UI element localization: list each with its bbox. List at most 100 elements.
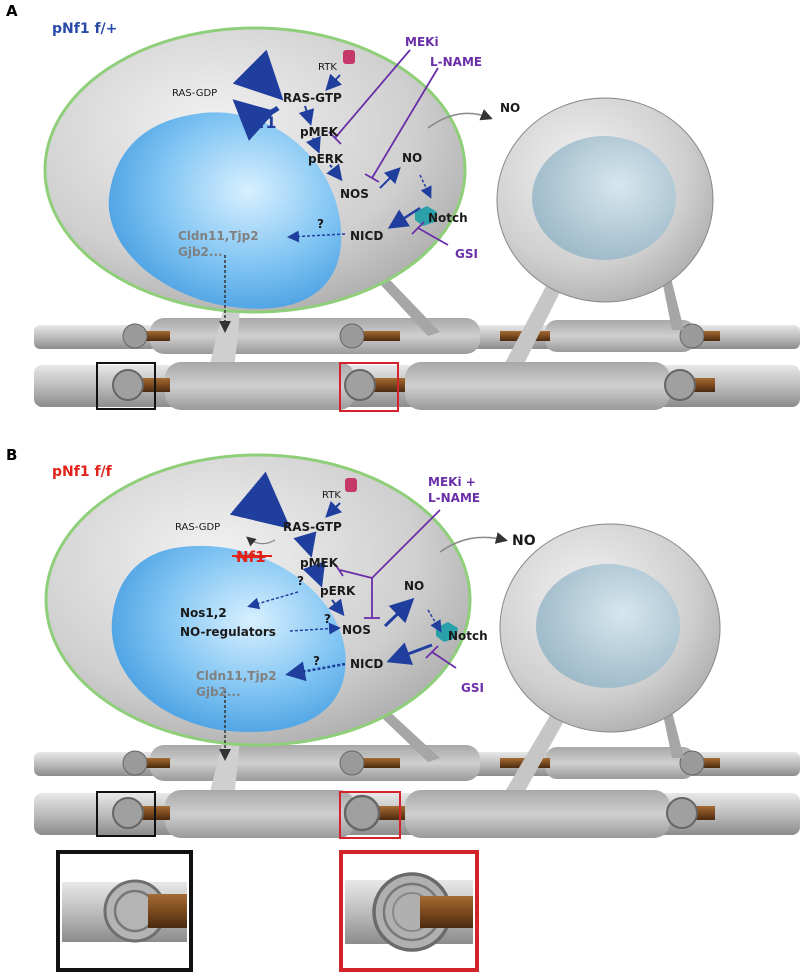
nucleus bbox=[532, 136, 676, 260]
arrow-gdp-to-gtp bbox=[229, 471, 291, 529]
label-no-outer: NO bbox=[500, 101, 520, 115]
arrow bbox=[285, 661, 346, 682]
label-pmek: pMEK bbox=[300, 556, 339, 570]
label-ras-gtp: RAS-GTP bbox=[283, 520, 342, 534]
inhibitor-bar bbox=[334, 563, 344, 577]
label-rtk: RTK bbox=[322, 490, 341, 501]
label-genes-1: Cldn11,Tjp2 bbox=[196, 669, 277, 683]
label-lname: L-NAME bbox=[428, 491, 480, 505]
inhibitor-meki bbox=[371, 509, 441, 579]
label-question-3: ? bbox=[313, 654, 320, 668]
inhibitor-gsi bbox=[431, 651, 457, 669]
myelin-wrap bbox=[679, 750, 705, 776]
label-gsi: GSI bbox=[461, 681, 484, 695]
label-question: ? bbox=[317, 217, 324, 231]
notch-receptor-icon bbox=[415, 206, 437, 226]
arrow-rtk bbox=[325, 500, 343, 518]
axon-core bbox=[360, 758, 400, 768]
myelin-wrap bbox=[122, 323, 148, 349]
inhibitor-lines bbox=[334, 509, 457, 669]
label-gsi: GSI bbox=[455, 247, 478, 261]
label-question-1: ? bbox=[297, 574, 304, 588]
no-export-arrow bbox=[439, 532, 508, 553]
label-meki: MEKi + bbox=[428, 475, 476, 489]
label-no-inner: NO bbox=[404, 579, 424, 593]
arrow bbox=[302, 561, 326, 588]
label-genes-1: Cldn11,Tjp2 bbox=[178, 229, 259, 243]
label-nos: NOS bbox=[342, 623, 371, 637]
arrow bbox=[293, 531, 317, 558]
control-node-box bbox=[96, 362, 156, 410]
inset-control bbox=[56, 850, 193, 972]
label-question-2: ? bbox=[324, 612, 331, 626]
rtk-receptor-icon bbox=[345, 478, 357, 492]
label-genes-2: Gjb2... bbox=[178, 245, 223, 259]
myelin-segment bbox=[405, 790, 670, 838]
arrow bbox=[387, 206, 421, 229]
label-no-regulators: NO-regulators bbox=[180, 625, 276, 639]
arrow bbox=[247, 591, 299, 610]
nucleus bbox=[111, 545, 346, 732]
cell-right bbox=[496, 97, 714, 303]
label-no-outer: NO bbox=[512, 533, 536, 549]
arrow bbox=[427, 609, 442, 633]
label-notch: Notch bbox=[428, 211, 468, 225]
label-pmek: pMEK bbox=[300, 125, 339, 139]
label-perk: pERK bbox=[308, 152, 344, 166]
arrow bbox=[419, 174, 432, 199]
mutant-node-box bbox=[339, 362, 399, 412]
myelin-wrap bbox=[664, 369, 696, 401]
arrow bbox=[289, 622, 341, 635]
inset-axon-core bbox=[148, 894, 187, 928]
myelin-wrap bbox=[666, 797, 698, 829]
inhibitor-bar bbox=[328, 131, 342, 145]
myelin-segment bbox=[545, 320, 695, 352]
myelin-wrap bbox=[679, 323, 705, 349]
cell-process bbox=[380, 712, 440, 762]
signaling-arrows bbox=[219, 49, 493, 333]
inhibitor-bar bbox=[425, 645, 439, 659]
inhibitor-gsi bbox=[417, 227, 449, 246]
myelin-segment bbox=[165, 790, 355, 838]
axon-core bbox=[690, 331, 720, 341]
axon-core bbox=[690, 758, 720, 768]
inhibitor-lname bbox=[371, 67, 439, 179]
inhibitor-bar bbox=[364, 173, 380, 183]
nucleus bbox=[108, 112, 342, 309]
label-no-inner: NO bbox=[402, 151, 422, 165]
panel-b: B pNf1 f/f bbox=[6, 446, 800, 972]
arrow bbox=[379, 167, 401, 189]
inhibitor-bar bbox=[411, 221, 425, 235]
arrow bbox=[287, 230, 346, 243]
signaling-arrows bbox=[219, 471, 508, 761]
arrow bbox=[328, 598, 345, 617]
label-lname: L-NAME bbox=[430, 55, 482, 69]
nf1-lost-marker: Nf1 bbox=[232, 548, 272, 566]
panel-b-letter: B bbox=[6, 446, 17, 464]
mutant-node-box bbox=[339, 791, 401, 839]
inhibitor-meki bbox=[334, 49, 411, 139]
label-rtk: RTK bbox=[318, 62, 337, 73]
axon-layer-front bbox=[34, 790, 800, 839]
arrow-gtp-to-gdp bbox=[246, 536, 276, 547]
myelin-wrap bbox=[344, 369, 376, 401]
rtk-receptor-icon bbox=[343, 50, 355, 64]
arrow bbox=[298, 105, 315, 126]
myelin-segment bbox=[405, 362, 670, 410]
label-genes-2: Gjb2... bbox=[196, 685, 241, 699]
label-nf1: Nf1 bbox=[245, 113, 276, 132]
axon-core bbox=[360, 331, 400, 341]
arrow bbox=[306, 135, 321, 154]
myelin-wrap bbox=[343, 794, 381, 832]
no-export-arrow bbox=[427, 109, 493, 129]
arrow bbox=[326, 163, 343, 182]
arrow-rtk bbox=[325, 73, 343, 91]
arrow-gtp-to-gdp bbox=[232, 99, 280, 141]
cell-right bbox=[499, 523, 721, 733]
label-ras-gdp: RAS-GDP bbox=[172, 88, 217, 99]
cell-process bbox=[380, 280, 440, 336]
nucleus bbox=[536, 564, 680, 688]
arrow-gdp-to-gtp bbox=[232, 49, 284, 101]
cell-main bbox=[43, 26, 467, 314]
panel-a-letter: A bbox=[6, 2, 18, 20]
